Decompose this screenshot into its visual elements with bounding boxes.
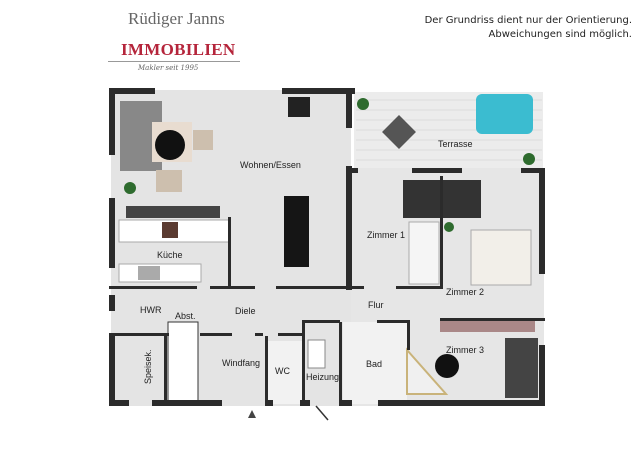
bookshelf xyxy=(440,320,535,332)
disclaimer: Der Grundriss dient nur der Orientierung… xyxy=(425,14,632,42)
label-bad: Bad xyxy=(366,359,382,369)
label-windfang: Windfang xyxy=(222,358,260,368)
door-swing xyxy=(315,405,329,421)
label-diele: Diele xyxy=(235,306,256,316)
stove xyxy=(288,97,310,117)
label-speisekammer: Speisek. xyxy=(143,349,153,384)
label-flur: Flur xyxy=(368,300,384,310)
walls xyxy=(109,88,545,406)
entrance-arrow-icon xyxy=(248,410,256,418)
plant xyxy=(124,182,136,194)
label-zimmer-2: Zimmer 2 xyxy=(446,287,484,297)
plant xyxy=(523,153,535,165)
label-terrasse: Terrasse xyxy=(438,139,473,149)
plant xyxy=(357,98,369,110)
bed-zimmer2 xyxy=(470,229,532,286)
label-hwr: HWR xyxy=(140,305,162,315)
label-zimmer-3: Zimmer 3 xyxy=(446,345,484,355)
plant xyxy=(444,222,454,232)
label-heizung: Heizung xyxy=(306,372,339,382)
logo-divider xyxy=(108,61,240,62)
round-table xyxy=(155,130,185,160)
desk-zimmer3 xyxy=(505,338,538,398)
staircase xyxy=(167,321,199,403)
sideboard xyxy=(126,206,220,218)
logo-tagline: Makler seit 1995 xyxy=(138,64,199,72)
label-abst: Abst. xyxy=(175,311,196,321)
pool xyxy=(476,94,533,134)
bed-zimmer1 xyxy=(408,221,440,285)
disclaimer-line-2: Abweichungen sind möglich. xyxy=(488,29,632,40)
sink xyxy=(138,266,160,280)
cooktop xyxy=(162,222,178,238)
logo-name: Rüdiger Janns xyxy=(128,9,225,28)
disclaimer-line-1: Der Grundriss dient nur der Orientierung… xyxy=(424,15,632,26)
boiler xyxy=(307,339,326,369)
logo-word: IMMOBILIEN xyxy=(121,40,236,59)
room-labels: Wohnen/Essen Terrasse Zimmer 1 Küche Zim… xyxy=(140,139,484,384)
label-wc: WC xyxy=(275,366,290,376)
label-wohnen-essen: Wohnen/Essen xyxy=(240,160,301,170)
bath-floor xyxy=(343,322,407,404)
corner-shower xyxy=(406,347,449,395)
wc-floor xyxy=(267,341,302,404)
armchair xyxy=(193,130,213,150)
label-zimmer-1: Zimmer 1 xyxy=(367,230,405,240)
round-table-zimmer3 xyxy=(435,354,459,378)
label-kueche: Küche xyxy=(157,250,183,260)
armchair-2 xyxy=(156,170,182,192)
kitchen-island xyxy=(284,196,309,267)
